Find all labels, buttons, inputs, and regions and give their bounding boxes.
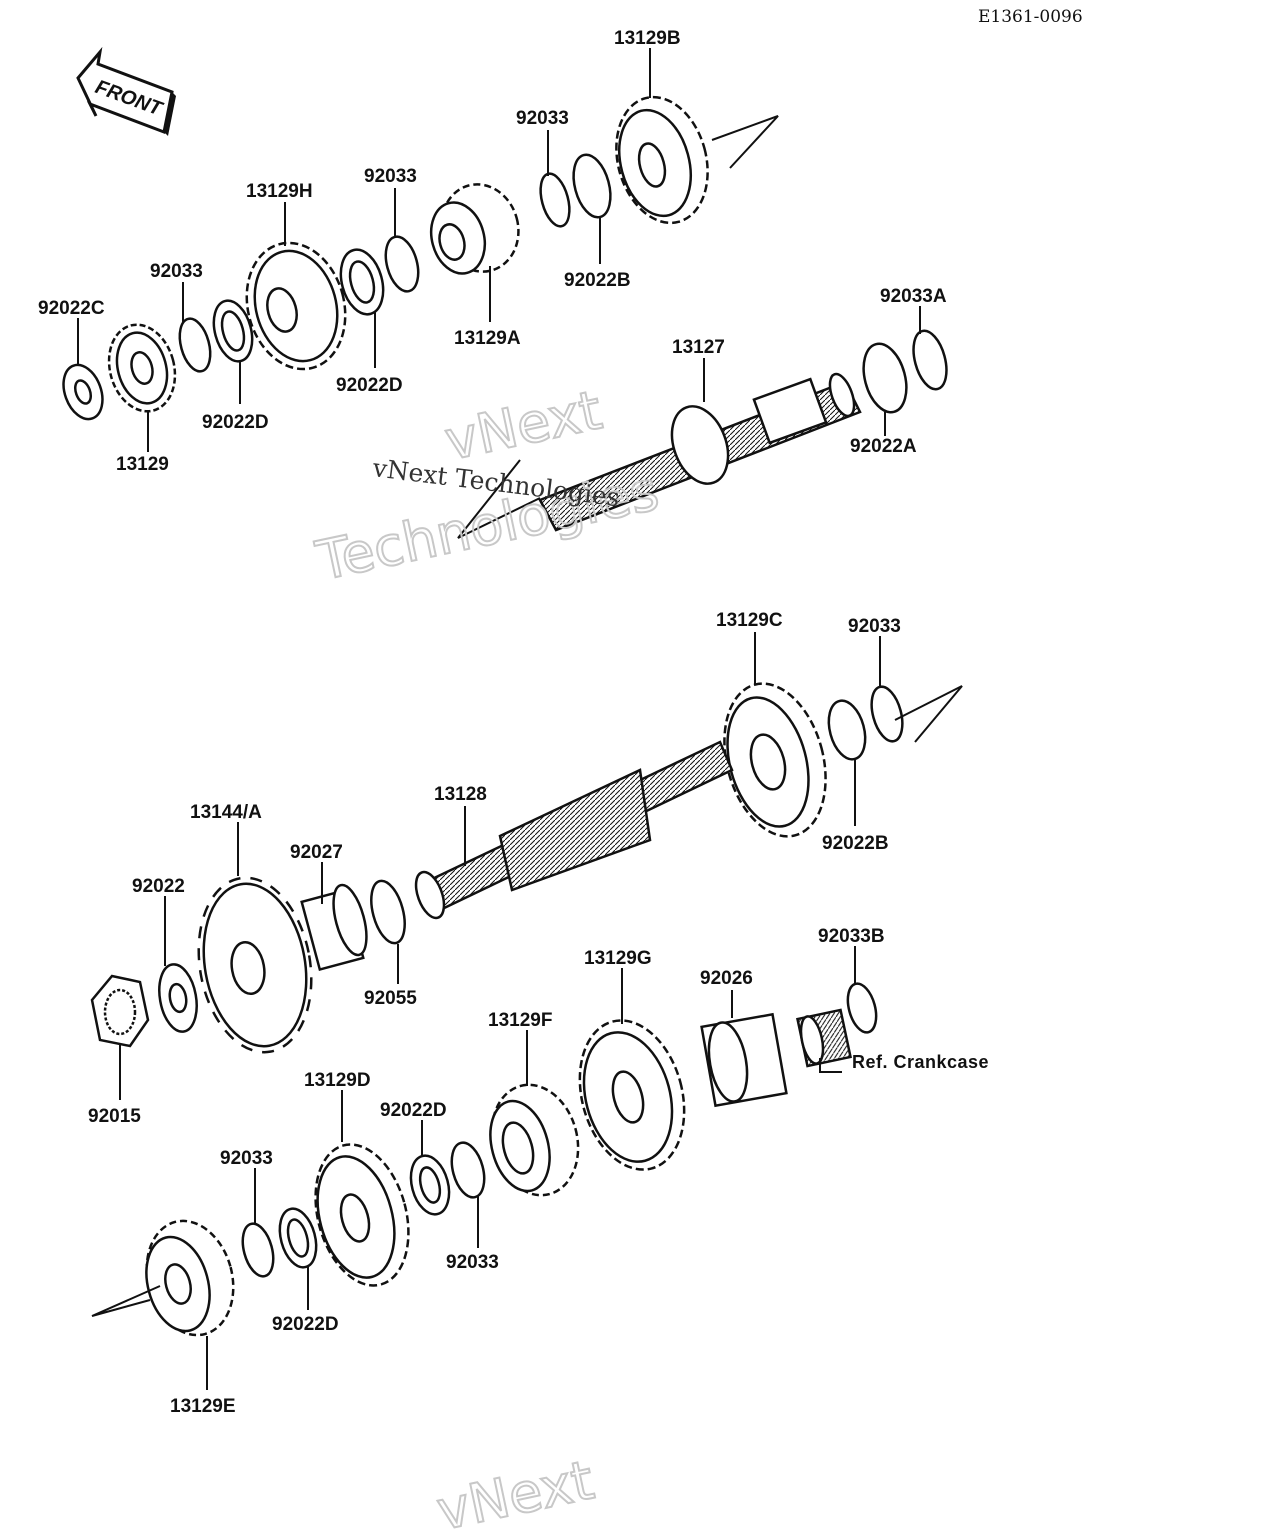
sprocket-13144a	[197, 876, 313, 1054]
axis-indicator-lower-left	[91, 1285, 161, 1317]
washer-92022a	[862, 342, 908, 414]
washer-92022	[158, 963, 198, 1033]
label-92033-bottom: 92033	[220, 1148, 273, 1169]
label-92033a: 92033A	[880, 286, 947, 307]
gear-13129	[107, 323, 177, 413]
label-92033-mid: 92033	[364, 166, 417, 187]
label-13129b: 13129B	[614, 28, 681, 49]
circlip-92033-mid	[384, 235, 420, 293]
circlip-92033-right	[870, 685, 904, 743]
label-92022d-left: 92022D	[202, 412, 269, 433]
washer-92022d-mid	[339, 248, 385, 316]
label-92022b-top: 92022B	[564, 270, 631, 291]
circlip-92033-left	[178, 317, 212, 373]
label-13127: 13127	[672, 337, 725, 358]
gear-13129f	[489, 1083, 580, 1197]
circlip-92033a	[912, 329, 948, 391]
label-92033-left: 92033	[150, 261, 203, 282]
gear-13129e	[145, 1219, 235, 1337]
label-92027: 92027	[290, 842, 343, 863]
washer-92022d-low	[409, 1154, 451, 1216]
washer-92022b-top	[572, 153, 612, 219]
nut-92015	[90, 974, 150, 1048]
needle-bearing	[796, 1008, 852, 1068]
label-92022d-mid: 92022D	[336, 375, 403, 396]
label-92022d-low: 92022D	[380, 1100, 447, 1121]
part-labels: 13129B 92033 92022B 92033 13129H 92033 9…	[38, 28, 947, 1417]
label-13129: 13129	[116, 454, 169, 475]
label-92033-top: 92033	[516, 108, 569, 129]
ref-crankcase-note: Ref. Crankcase	[852, 1052, 989, 1072]
circlip-92033-low	[450, 1141, 486, 1199]
gear-13129d	[314, 1143, 410, 1287]
watermark-line1: vNext	[440, 378, 607, 472]
circlip-92033-bottom	[241, 1222, 275, 1278]
shaft-13128	[414, 740, 734, 920]
front-arrow-icon: FRONT	[76, 46, 176, 136]
label-92026: 92026	[700, 968, 753, 989]
label-92055: 92055	[364, 988, 417, 1009]
label-13129g: 13129G	[584, 948, 652, 969]
leader-lines	[77, 48, 921, 1390]
gear-13129c	[723, 682, 827, 838]
label-13129d: 13129D	[304, 1070, 371, 1091]
washer-92022d-left	[212, 299, 254, 363]
label-92022c: 92022C	[38, 298, 105, 319]
watermark-bottom: vNext	[432, 1448, 599, 1536]
axis-indicator-upper-left	[457, 459, 541, 539]
label-13128: 13128	[434, 784, 487, 805]
axis-indicator-upper-right	[711, 115, 779, 169]
bushing-92026	[700, 1012, 788, 1108]
label-92015: 92015	[88, 1106, 141, 1127]
label-92022d-bottom: 92022D	[272, 1314, 339, 1335]
label-92033b: 92033B	[818, 926, 885, 947]
axis-indicator-lower-right	[894, 685, 963, 743]
washer-92022d-bottom	[278, 1207, 318, 1269]
circlip-92033-top	[539, 172, 571, 228]
label-13129h: 13129H	[246, 181, 313, 202]
gear-13129b	[615, 95, 709, 225]
gear-13129g	[578, 1019, 686, 1171]
shaft-13127	[538, 372, 862, 532]
washer-92022b-bottom	[827, 699, 867, 761]
gear-13129h	[245, 241, 347, 371]
o-ring-92055	[370, 879, 406, 945]
label-92033-low: 92033	[446, 1252, 499, 1273]
label-13144a: 13144/A	[190, 802, 262, 823]
label-13129e: 13129E	[170, 1396, 236, 1417]
label-13129c: 13129C	[716, 610, 783, 631]
washer-92022c	[62, 363, 104, 421]
gear-13129a	[429, 183, 520, 275]
label-13129a: 13129A	[454, 328, 521, 349]
diagram-code: E1361-0096	[978, 7, 1083, 27]
label-92022: 92022	[132, 876, 185, 897]
circlip-92033b	[846, 982, 878, 1034]
label-92033-right: 92033	[848, 616, 901, 637]
label-92022a: 92022A	[850, 436, 917, 457]
collar-92027	[300, 883, 368, 972]
label-13129f: 13129F	[488, 1010, 552, 1031]
label-92022b-bottom: 92022B	[822, 833, 889, 854]
ref-crankcase-leader	[819, 1058, 842, 1073]
